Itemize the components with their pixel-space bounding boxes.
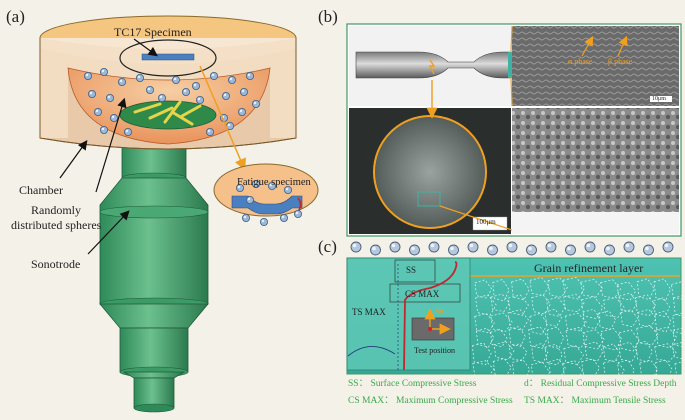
- angle-label: 90°: [436, 308, 446, 316]
- layer-label: Grain refinement layer: [534, 261, 644, 275]
- sphere-icon: [565, 244, 576, 256]
- sphere-icon: [350, 241, 362, 253]
- chamber-arrow: [59, 140, 88, 179]
- sphere-icon: [145, 85, 155, 95]
- chamber-label: Chamber: [19, 183, 63, 197]
- sphere-icon: [643, 244, 654, 256]
- sphere-icon: [428, 241, 440, 253]
- sphere-icon: [239, 87, 249, 97]
- spheres-label-2: distributed spheres: [11, 218, 102, 232]
- specimen-arrow: [133, 38, 158, 57]
- sphere-icon: [227, 75, 237, 85]
- test-position-label: Test position: [414, 346, 455, 355]
- sphere-icon: [83, 71, 93, 81]
- sphere-icon: [117, 77, 127, 87]
- panel-c: [346, 241, 685, 384]
- legend-ts: TS MAX： Maximum Tensile Stress: [524, 396, 666, 406]
- ss-label: SS: [406, 265, 417, 275]
- sphere-icon: [87, 89, 97, 99]
- panel-b: [346, 23, 682, 237]
- sphere-icon: [191, 81, 201, 91]
- sphere-icon: [584, 241, 596, 253]
- sphere-icon: [171, 75, 181, 85]
- spheres-label-1: Randomly: [31, 203, 81, 217]
- sphere-icon: [467, 241, 479, 253]
- specimen-label: TC17 Specimen: [114, 25, 192, 39]
- legend-cs: CS MAX： Maximum Compressive Stress: [348, 396, 513, 406]
- sphere-icon: [221, 91, 231, 101]
- sphere-icon: [135, 73, 145, 83]
- sphere-icon: [251, 99, 261, 109]
- sphere-icon: [245, 71, 255, 81]
- sphere-icon: [545, 241, 557, 253]
- fatigue-label: Fatigue specimen: [237, 177, 311, 188]
- sphere-icon: [526, 244, 537, 256]
- sem-microstructure: [512, 26, 679, 106]
- scale-bottom: 100μm: [476, 218, 496, 226]
- panel-a: [39, 15, 319, 413]
- panel-a-letter: (a): [6, 7, 25, 26]
- sphere-icon: [241, 213, 251, 223]
- sphere-icon: [370, 244, 381, 256]
- sphere-icon: [623, 241, 635, 253]
- sonotrode: [99, 135, 209, 413]
- zoom-arrow: [199, 65, 246, 171]
- legend-ss: SS： Surface Compressive Stress: [348, 379, 477, 389]
- sphere-icon: [93, 107, 103, 117]
- sonotrode-arrow: [87, 210, 130, 255]
- panel-b-letter: (b): [318, 7, 338, 26]
- chamber: [39, 15, 297, 150]
- sphere-icon: [604, 244, 615, 256]
- sphere-icon: [259, 217, 269, 227]
- stress-curve: [403, 261, 458, 371]
- sphere-icon: [389, 241, 401, 253]
- sphere-icon: [209, 71, 219, 81]
- sphere-icon: [99, 67, 109, 77]
- sphere-icon: [105, 93, 115, 103]
- tsmax-label: TS MAX: [352, 307, 386, 317]
- sphere-icon: [245, 195, 255, 205]
- beta-label: β phase: [608, 57, 633, 66]
- sphere-icon: [181, 87, 191, 97]
- sphere-icon: [662, 241, 674, 253]
- csmax-label: CS MAX: [405, 289, 440, 299]
- sphere-icon: [195, 95, 205, 105]
- sphere-icon: [109, 113, 119, 123]
- sphere-icon: [123, 127, 133, 137]
- spheres-arrow: [95, 97, 127, 193]
- sphere-icon: [237, 107, 247, 117]
- panel-c-letter: (c): [318, 237, 337, 256]
- fatigue-inset: [213, 163, 319, 227]
- alpha-label: α phase: [568, 57, 593, 66]
- sphere-icon: [99, 125, 109, 135]
- sphere-icon: [157, 93, 167, 103]
- sphere-icon: [487, 244, 498, 256]
- sphere-impacts: [133, 100, 202, 126]
- sphere-icon: [506, 241, 518, 253]
- sphere-icon: [409, 244, 420, 256]
- scale-top: 10μm: [652, 96, 666, 102]
- grain-boundaries: [471, 276, 685, 384]
- sphere-icon: [205, 127, 215, 137]
- sphere-icon: [293, 209, 303, 219]
- sonotrode-label: Sonotrode: [31, 257, 81, 271]
- legend-d: d： Residual Compressive Stress Depth: [524, 379, 677, 389]
- sphere-icon: [279, 213, 289, 223]
- sphere-icon: [448, 244, 459, 256]
- surface-spheres: [350, 241, 674, 256]
